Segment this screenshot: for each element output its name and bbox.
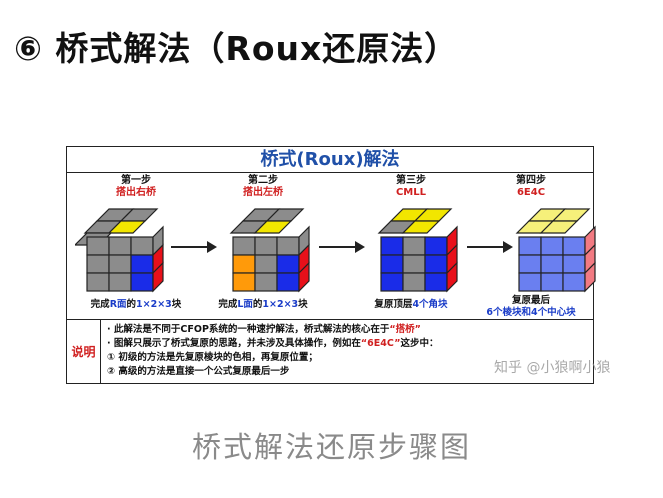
step-2-desc-size: 1×2×3 (262, 299, 299, 310)
step-1-task: 搭出右桥 (116, 187, 156, 198)
step-4-cube-image (515, 208, 596, 293)
step-1-desc-text: 完成 (90, 299, 110, 310)
step-4-desc-text: 复原最后 (511, 295, 550, 306)
step-4-header: 第四步 6E4C (465, 175, 597, 199)
notes-label: 说明 (67, 320, 101, 383)
step-2-task: 搭出左桥 (243, 187, 283, 198)
arrow-right-icon (467, 241, 513, 253)
step-2-desc-unit: 块 (298, 299, 308, 310)
zhihu-watermark: 知乎 @小狼啊小狼 (494, 360, 611, 376)
arrow-right-icon (319, 241, 365, 253)
step-2-cube-image (229, 208, 310, 293)
step-1-desc-face: R面 (109, 299, 127, 310)
note-line: · 此解法是不同于CFOP系统的一种速拧解法，桥式解法的核心在于“搭桥” (107, 324, 421, 335)
note-line: · 图解只展示了桥式复原的思路，并未涉及具体操作，例如在“6E4C”这步中： (107, 338, 439, 349)
notes-list: · 此解法是不同于CFOP系统的一种速拧解法，桥式解法的核心在于“搭桥” · 图… (107, 323, 589, 379)
step-4-task: 6E4C (516, 187, 546, 198)
step-3-header: 第三步 CMLL (345, 175, 477, 199)
roux-diagram-frame: 桥式(Roux)解法 第一步 搭出右桥 完成R面的1×2×3块 (66, 146, 597, 384)
step-4-description: 复原最后 6个棱块和4个中心块 (465, 295, 597, 319)
step-3-desc-text: 复原顶层 (374, 299, 413, 310)
step-2-desc-face: L面 (237, 299, 253, 310)
step-2-header: 第二步 搭出左桥 (197, 175, 329, 199)
step-1-desc-unit: 块 (171, 299, 182, 310)
step-4-desc-highlight: 6个棱块和4个中心块 (486, 307, 576, 318)
step-2-number: 第二步 (248, 175, 278, 186)
step-1-desc-particle: 的 (126, 299, 137, 310)
step-1-number: 第一步 (121, 175, 151, 186)
step-3-description: 复原顶层4个角块 (345, 299, 477, 311)
step-4-number: 第四步 (516, 175, 546, 186)
step-1-desc-size: 1×2×3 (136, 299, 172, 310)
step-2-description: 完成L面的1×2×3块 (197, 299, 329, 311)
notes-section: 说明 · 此解法是不同于CFOP系统的一种速拧解法，桥式解法的核心在于“搭桥” … (67, 319, 593, 383)
note-line: ① 初级的方法是先复原棱块的色相，再复原位置； (107, 352, 318, 363)
step-3-number: 第三步 (396, 175, 426, 186)
note-line: ② 高级的方法是直接一个公式复原最后一步 (107, 366, 290, 377)
arrow-right-icon (171, 241, 217, 253)
diagram-title: 桥式(Roux)解法 (67, 147, 593, 173)
step-2-desc-particle: 的 (252, 299, 263, 310)
step-3-desc-highlight: 4个角块 (412, 299, 448, 310)
page-heading: ⑥ 桥式解法（Roux还原法） (14, 29, 459, 68)
step-1-cube-image (75, 208, 164, 293)
step-3-cube-image (377, 208, 458, 293)
image-caption: 桥式解法还原步骤图 (191, 430, 471, 464)
step-2-desc-text: 完成 (218, 299, 238, 310)
step-3-task: CMLL (395, 187, 427, 198)
step-1-description: 完成R面的1×2×3块 (70, 299, 202, 311)
step-1-header: 第一步 搭出右桥 (70, 175, 202, 199)
